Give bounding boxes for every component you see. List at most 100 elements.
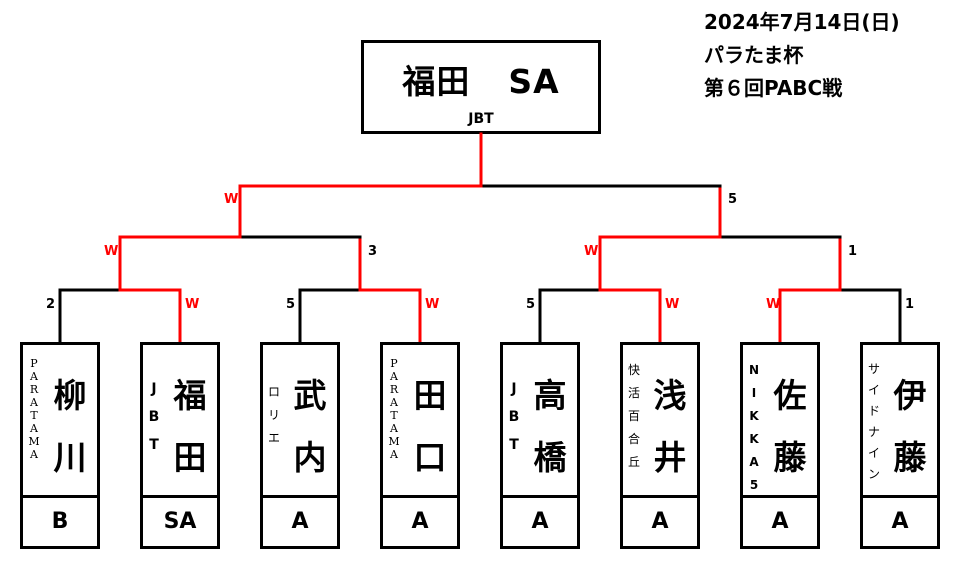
r1-match1-right-score: W [185, 297, 200, 312]
player-team-char: イ [867, 383, 880, 397]
player-grade: A [651, 509, 669, 534]
player-card: サイドナイン伊藤 A [860, 342, 940, 549]
player-team-char: J [151, 381, 157, 397]
player-name: 福田 [167, 365, 213, 489]
player-team-char: ロ [267, 385, 280, 399]
player-card-upper: サイドナイン伊藤 [863, 345, 937, 498]
player-card-upper: ロリエ武内 [263, 345, 337, 498]
champion-team: JBT [468, 111, 494, 127]
player-team-char: エ [267, 431, 280, 445]
player-team-char: A [390, 396, 398, 409]
player-name: 柳川 [47, 365, 93, 489]
player-name-char: 田 [173, 438, 207, 477]
player-team-char: 快 [627, 363, 640, 377]
player-team-char: R [29, 383, 39, 396]
player-name-char: 井 [653, 438, 687, 477]
player-grade: A [291, 509, 309, 534]
player-team: 快活百合丘 [626, 359, 642, 474]
player-name-char: 内 [293, 438, 327, 477]
player-team-char: I [751, 386, 757, 400]
player-name: 田口 [407, 365, 453, 489]
player-name: 佐藤 [767, 365, 813, 489]
player-team-char: A [30, 370, 38, 383]
player-name: 高橋 [527, 365, 573, 489]
player-team: ロリエ [266, 381, 282, 450]
r1-match3-right-score: W [665, 297, 680, 312]
player-name-char: 高 [533, 376, 567, 415]
r2-match2-left-score: W [584, 244, 599, 259]
player-team-char: M [388, 435, 400, 448]
player-team-char: P [30, 357, 38, 370]
player-team-char: T [390, 409, 398, 422]
player-team-char: イ [867, 446, 880, 460]
champion-surname: 福田 [402, 62, 471, 101]
r2-match2-right-score: 1 [848, 244, 858, 259]
champion-grade: SA [508, 62, 560, 101]
player-name-char: 口 [413, 438, 447, 477]
r1-match1-left-score: 2 [46, 297, 56, 312]
player-team-char: 丘 [627, 455, 640, 469]
player-grade: A [531, 509, 549, 534]
player-team-char: N [748, 363, 760, 377]
player-name-char: 田 [413, 376, 447, 415]
r1-match4-left-score: W [766, 297, 781, 312]
r1-match3-left-score: 5 [526, 297, 536, 312]
player-name-char: 藤 [773, 438, 807, 477]
final-left-score: W [224, 192, 239, 207]
player-name-char: 福 [173, 376, 207, 415]
player-grade: A [891, 509, 909, 534]
final-right-score: 5 [728, 192, 738, 207]
event-round-title: 第６回PABC戦 [704, 76, 843, 100]
player-team-char: A [30, 422, 38, 435]
player-team-char: 合 [627, 432, 640, 446]
champion-name: 福田 SA [364, 55, 598, 103]
player-team-char: A [390, 370, 398, 383]
player-name-char: 藤 [893, 438, 927, 477]
player-name-char: 橋 [533, 438, 567, 477]
player-team-char: T [149, 437, 159, 453]
player-grade: A [771, 509, 789, 534]
player-team-char: ン [867, 467, 880, 481]
player-grade: A [411, 509, 429, 534]
player-grade: SA [163, 509, 197, 534]
player-grade: B [51, 509, 69, 534]
player-name-char: 浅 [653, 376, 687, 415]
r1-match4-right-score: 1 [905, 297, 915, 312]
player-team-char: B [508, 409, 520, 425]
player-team-char: ナ [867, 425, 880, 439]
player-team-char: T [30, 409, 38, 422]
player-team-char: B [148, 409, 160, 425]
player-team-char: A [749, 455, 759, 469]
player-team-char: P [390, 357, 398, 370]
player-name: 伊藤 [887, 365, 933, 489]
player-team-char: M [28, 435, 40, 448]
player-team-char: サ [867, 362, 880, 376]
r1-match2-left-score: 5 [286, 297, 296, 312]
player-card-upper: 快活百合丘浅井 [623, 345, 697, 498]
player-name-char: 柳 [53, 376, 87, 415]
player-team: サイドナイン [866, 359, 882, 485]
player-name-char: 佐 [773, 376, 807, 415]
player-name: 武内 [287, 365, 333, 489]
event-info: 2024年7月14日(日) パラたま杯 第６回PABC戦 [704, 6, 900, 105]
player-team-char: A [30, 396, 38, 409]
player-name-char: 伊 [893, 376, 927, 415]
player-team-char: リ [267, 408, 280, 422]
player-name-char: 武 [293, 376, 327, 415]
player-team-char: K [749, 409, 759, 423]
player-team-char: A [30, 448, 38, 461]
